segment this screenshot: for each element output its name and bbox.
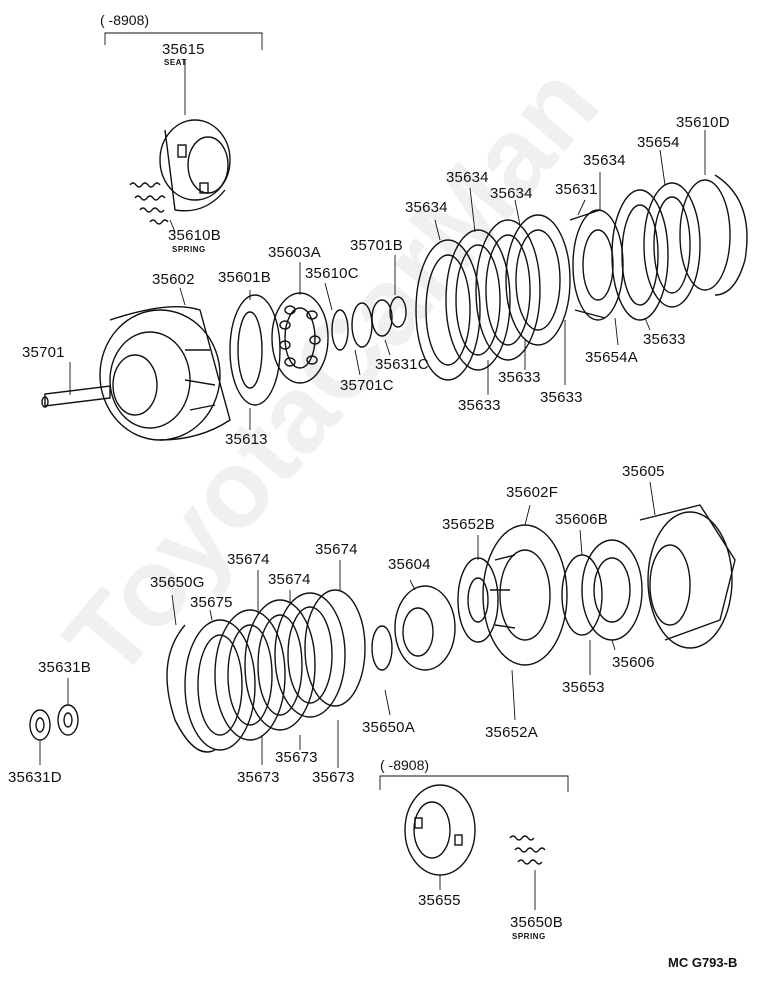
small-rings — [331, 296, 407, 351]
date-range-bottom: ( -8908) — [380, 757, 430, 773]
thrust-washer-35652 — [457, 557, 499, 643]
clutch-pack-35654 — [611, 179, 731, 321]
label-35674-a: 35674 — [227, 551, 270, 568]
label-35606B: 35606B — [555, 511, 608, 528]
label-35631D: 35631D — [8, 769, 62, 786]
label-35602: 35602 — [152, 271, 195, 288]
seat-part — [159, 119, 231, 212]
spring-set-bottom — [509, 835, 546, 865]
bracket-line-top — [104, 32, 263, 50]
drum-35605 — [639, 504, 736, 649]
label-35610B: 35610B — [168, 227, 221, 244]
label-35633-d: 35633 — [643, 331, 686, 348]
label-35634-d: 35634 — [583, 152, 626, 169]
input-shaft-drum — [41, 306, 231, 441]
label-35633-c: 35633 — [540, 389, 583, 406]
label-35673-b: 35673 — [275, 749, 318, 766]
label-35610D: 35610D — [676, 114, 730, 131]
washers-35631B-D — [29, 704, 79, 741]
label-35631C: 35631C — [375, 356, 429, 373]
label-35701C: 35701C — [340, 377, 394, 394]
clutch-pack-top — [415, 214, 571, 381]
label-35654A: 35654A — [585, 349, 638, 366]
label-35631B: 35631B — [38, 659, 91, 676]
hub-35604 — [394, 585, 456, 671]
label-35633-a: 35633 — [498, 369, 541, 386]
label-35603A: 35603A — [268, 244, 321, 261]
label-35655: 35655 — [418, 892, 461, 909]
label-35652B: 35652B — [442, 516, 495, 533]
label-35674-b: 35674 — [268, 571, 311, 588]
label-35675: 35675 — [190, 594, 233, 611]
label-35650G: 35650G — [150, 574, 205, 591]
label-35604: 35604 — [388, 556, 431, 573]
label-35673-a: 35673 — [237, 769, 280, 786]
label-35650A: 35650A — [362, 719, 415, 736]
label-35650B: 35650B — [510, 914, 563, 931]
label-35701: 35701 — [22, 344, 65, 361]
diagram-code: MC G793-B — [668, 955, 738, 970]
note-seat: SEAT — [164, 58, 187, 67]
label-35610C: 35610C — [305, 265, 359, 282]
snap-ring-35610D — [714, 174, 748, 296]
label-35654: 35654 — [637, 134, 680, 151]
label-35674-c: 35674 — [315, 541, 358, 558]
label-35631: 35631 — [555, 181, 598, 198]
bearing-35603A — [271, 292, 329, 384]
label-35613: 35613 — [225, 431, 268, 448]
note-spring-bottom: SPRING — [512, 932, 546, 941]
piston-35606 — [581, 539, 643, 641]
snap-ring-35650A — [371, 625, 393, 671]
leader-lines — [39, 60, 706, 910]
snap-ring-35650G — [166, 624, 216, 753]
note-spring-top: SPRING — [172, 245, 206, 254]
label-35701B: 35701B — [350, 237, 403, 254]
label-35601B: 35601B — [218, 269, 271, 286]
label-35673-c: 35673 — [312, 769, 355, 786]
label-35605: 35605 — [622, 463, 665, 480]
drum-35602F — [482, 524, 568, 666]
spring-set-top — [129, 182, 169, 225]
date-range-top: ( -8908) — [100, 12, 150, 28]
label-35606: 35606 — [612, 654, 655, 671]
clutch-pack-bottom — [184, 589, 366, 751]
thrust-washer-35613 — [229, 294, 281, 406]
bracket-line-bottom — [379, 775, 569, 792]
label-35634-b: 35634 — [446, 169, 489, 186]
label-35634-a: 35634 — [405, 199, 448, 216]
label-35652A: 35652A — [485, 724, 538, 741]
label-35615: 35615 — [162, 41, 205, 58]
label-35634-c: 35634 — [490, 185, 533, 202]
label-35602F: 35602F — [506, 484, 559, 501]
label-35653: 35653 — [562, 679, 605, 696]
label-35633-b: 35633 — [458, 397, 501, 414]
seat-35655 — [404, 784, 476, 876]
